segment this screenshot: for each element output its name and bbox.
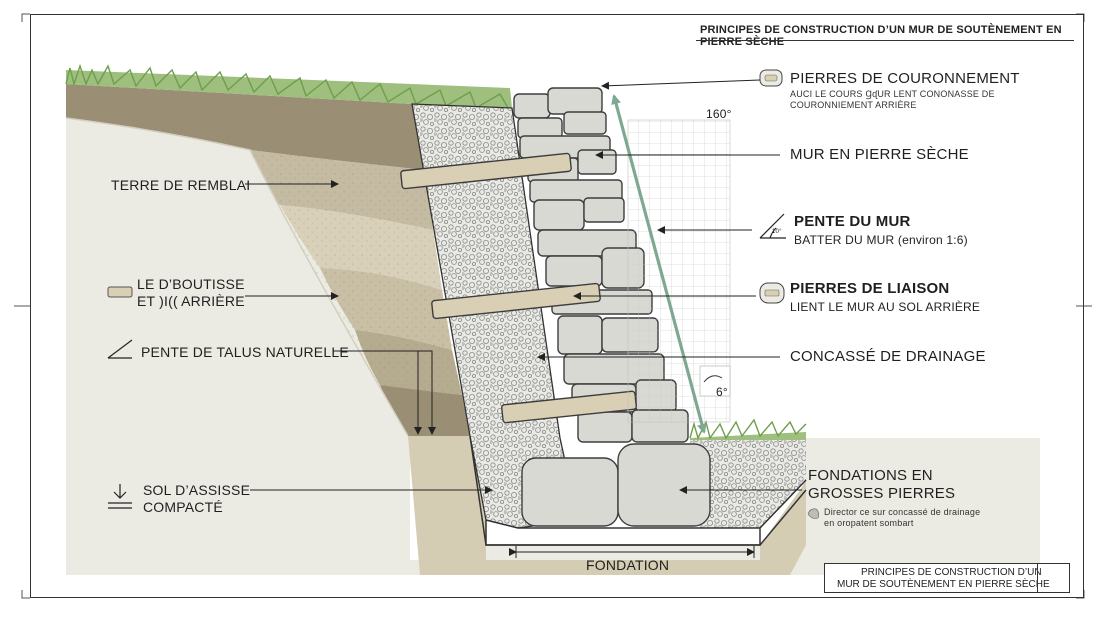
compact-icon (108, 484, 132, 509)
stone-10 (583, 197, 625, 223)
label-fondation: FONDATION (586, 557, 670, 573)
arrow-couronnement (601, 79, 761, 90)
foundation-dimension (509, 546, 755, 558)
batter-angle-icon (759, 213, 786, 239)
arrow-talus (333, 350, 436, 435)
label-pierres-liaison: PIERRES DE LIAISON (790, 280, 950, 297)
label-angle-10: 10° (772, 229, 782, 235)
label-concasse-drainage: CONCASSÉ DE DRAINAGE (790, 348, 986, 365)
header-title: PRINCIPES DE CONSTRUCTION D’UN MUR DE SO… (700, 24, 1062, 48)
label-couronnement-sub-2: COURONNIEMENT ARRIÈRE (790, 100, 917, 110)
label-angle-160: 160° (706, 107, 732, 121)
label-pierres-liaison-sub: LIENT LE MUR AU SOL ARRIÈRE (790, 300, 981, 314)
soil-texture (66, 84, 470, 436)
label-fondations-sub-1: Director ce sur concassé de drainage (824, 507, 981, 517)
label-pente-talus: PENTE DE TALUS NATURELLE (141, 344, 349, 360)
grass-top (66, 70, 512, 108)
label-terre-remblai: TERRE DE REMBLAI (111, 177, 251, 193)
foundation-stone-icon (807, 508, 819, 519)
title-block-line-1: PRINCIPES DE CONSTRUCTION D’UN (861, 567, 1042, 578)
batter-line (611, 94, 707, 434)
compacted-base (408, 436, 806, 575)
stone-07 (577, 149, 617, 175)
label-fondations-1: FONDATIONS EN (808, 467, 933, 484)
natural-slope-face (66, 118, 408, 575)
coping-stone-legend-inner (764, 74, 778, 82)
tie-stones (400, 152, 637, 424)
label-pente-mur-sub: BATTER DU MUR (environ 1:6) (794, 233, 968, 247)
stone-01 (513, 93, 551, 119)
slope-icon (107, 339, 133, 359)
foundation-gravel-right (690, 440, 806, 528)
label-couronnement-sub-1: AUCI LE COURS ꞬᶑUR LENT CONONASSE DE (790, 89, 995, 99)
label-sol-1: SOL D’ASSISSE (143, 482, 251, 498)
label-angle-6: 6° (716, 385, 728, 399)
stone-09 (533, 199, 585, 231)
tie-stone-1 (400, 152, 572, 190)
stone-12 (545, 255, 603, 287)
label-mur-pierre-seche: MUR EN PIERRE SÈCHE (790, 146, 969, 163)
label-fondations-sub-2: en oropatent sombart (824, 518, 914, 528)
title-block: PRINCIPES DE CONSTRUCTION D’UN MUR DE SO… (824, 563, 1070, 593)
tie-stone-legend-icon (107, 286, 133, 298)
stone-02 (547, 87, 603, 115)
label-sol-2: COMPACTÉ (143, 499, 223, 515)
label-pente-mur: PENTE DU MUR (794, 213, 911, 230)
stone-22 (521, 457, 619, 527)
tie-stone-2 (431, 282, 601, 320)
label-boutisse-2: ET )I(( ARRIÈRE (137, 293, 245, 309)
title-block-line-2: MUR DE SOUTÈNEMENT EN PIERRE SÈCHE (837, 579, 1050, 590)
grass-blades-top (65, 63, 509, 110)
stone-04 (563, 111, 607, 135)
leader-arrows (245, 79, 802, 494)
stone-23 (617, 443, 711, 527)
label-boutisse-1: LE D’BOUTISSE (137, 276, 245, 292)
stone-15 (557, 315, 603, 355)
tie-stone-icon-right-inner (764, 289, 780, 297)
title-block-divider (1037, 564, 1038, 592)
stone-03 (517, 117, 563, 139)
label-fondations-2: GROSSES PIERRES (808, 485, 956, 502)
stone-20 (577, 411, 633, 443)
label-couronnement: PIERRES DE COURONNEMENT (790, 70, 1020, 87)
natural-slope-edge (65, 117, 409, 437)
header-underline (696, 40, 1074, 41)
